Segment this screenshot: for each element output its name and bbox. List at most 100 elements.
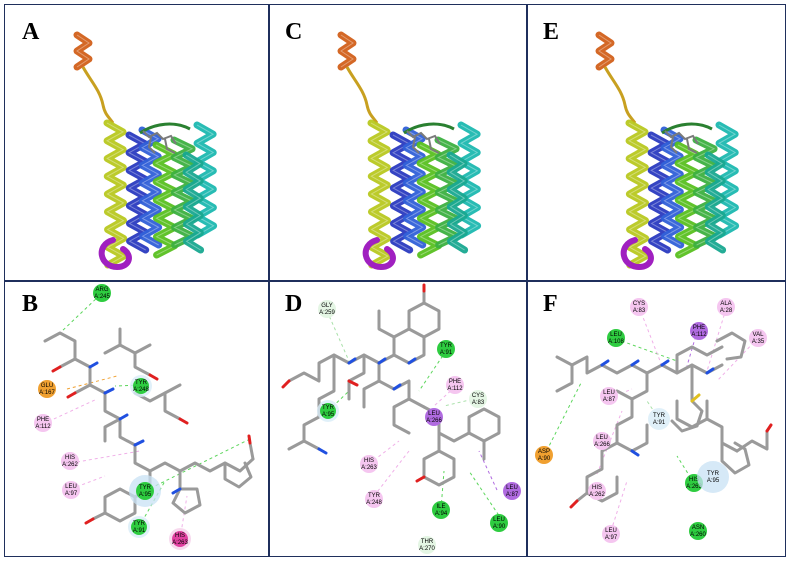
residue-f-leu87: LEU A:87 [600,387,618,405]
svg-text:A:28: A:28 [720,308,733,314]
svg-text:LEU: LEU [603,390,615,396]
svg-text:THR: THR [421,539,434,545]
residue-d-thr270: THR A:270 [418,536,436,554]
svg-text:A:97: A:97 [65,491,78,497]
svg-text:HIS: HIS [689,477,699,483]
residue-b-tyr95: TYR A:95 [129,475,161,507]
divider-horizontal [5,280,785,282]
svg-text:A:262: A:262 [589,492,605,498]
svg-text:A:87: A:87 [506,492,519,498]
residue-b-phe112: PHE A:112 [34,414,52,432]
residue-d-phe112: PHE A:112 [446,376,464,394]
svg-text:A:262: A:262 [62,462,78,468]
svg-text:A:87: A:87 [603,397,616,403]
residue-f-leu266: LEU A:266 [593,432,611,450]
residue-f-asp90: ASP A:90 [535,446,553,464]
svg-text:A:245: A:245 [94,294,110,300]
svg-text:HIS: HIS [175,533,185,539]
residue-f-leu108: LEU A:108 [607,329,625,347]
residue-f-his262: HIS A:262 [588,482,606,500]
svg-text:ASP: ASP [538,449,550,455]
svg-text:TYR: TYR [440,343,453,349]
panel-label-f: F [543,291,558,317]
svg-text:A:112: A:112 [447,386,463,392]
svg-text:A:95: A:95 [707,478,720,484]
panel-d: D [269,281,526,556]
residue-f-ala28: ALA A:28 [717,298,735,316]
panel-b: B [5,281,268,556]
svg-text:A:83: A:83 [633,308,646,314]
residue-b-leu97: LEU A:97 [62,481,80,499]
svg-text:A:94: A:94 [435,511,448,517]
residue-b-tyr248: TYR A:248 [130,375,152,397]
residue-f-asn260: ASN A:260 [689,522,707,540]
svg-text:ASN: ASN [692,525,704,531]
panel-e: E [527,5,786,280]
svg-text:GLU: GLU [41,383,53,389]
svg-text:A:91: A:91 [133,528,146,534]
svg-text:A:263: A:263 [172,540,188,546]
svg-text:TYR: TYR [135,380,148,386]
panel-a: A [5,5,268,280]
svg-text:A:248: A:248 [133,387,149,393]
svg-text:A:260: A:260 [690,532,706,538]
svg-text:A:263: A:263 [361,465,377,471]
svg-text:TYR: TYR [707,471,720,477]
svg-text:PHE: PHE [693,325,705,331]
residue-d-leu87: LEU A:87 [503,482,521,500]
svg-text:ARG: ARG [95,287,108,293]
svg-text:A:167: A:167 [39,390,55,396]
svg-text:TYR: TYR [653,413,666,419]
panel-f: F [527,281,786,556]
residue-d-gly259: GLY A:259 [318,300,336,318]
panel-label-a: A [22,19,40,45]
svg-text:HIS: HIS [364,458,374,464]
protein-ribbon-structure-a [73,31,218,271]
svg-text:LEU: LEU [493,517,505,523]
svg-text:A:248: A:248 [366,500,382,506]
residue-f-tyr91: TYR A:91 [648,408,670,430]
svg-text:A:270: A:270 [419,546,435,552]
svg-text:ILE: ILE [436,504,445,510]
svg-text:A:90: A:90 [538,456,551,462]
residue-b-tyr91: TYR A:91 [128,516,150,538]
svg-text:A:95: A:95 [139,492,152,498]
svg-text:A:266: A:266 [594,442,610,448]
protein-ribbon-structure-e [595,31,740,271]
svg-text:LEU: LEU [506,485,518,491]
svg-text:A:108: A:108 [608,339,624,345]
svg-text:A:112: A:112 [35,424,51,430]
svg-text:LEU: LEU [428,411,440,417]
svg-text:LEU: LEU [605,528,617,534]
svg-text:TYR: TYR [322,405,335,411]
residue-d-tyr95: TYR A:95 [317,400,339,422]
residue-b-his263: HIS A:263 [169,528,191,550]
residue-d-leu266: LEU A:266 [425,408,443,426]
svg-text:TYR: TYR [139,485,152,491]
protein-ribbon-structure-c [337,31,482,271]
residue-b-his262: HIS A:262 [61,452,79,470]
svg-text:A:266: A:266 [426,418,442,424]
svg-text:PHE: PHE [449,379,461,385]
figure-grid: A C E B [4,4,786,557]
svg-text:A:35: A:35 [752,339,765,345]
svg-text:CYS: CYS [633,301,645,307]
svg-text:A:90: A:90 [493,524,506,530]
residue-b-glu167: GLU A:167 [38,380,56,398]
svg-text:GLY: GLY [321,303,333,309]
panel-label-e: E [543,19,560,45]
svg-text:LEU: LEU [610,332,622,338]
panel-label-c: C [285,19,303,45]
svg-text:A:259: A:259 [319,310,335,316]
svg-text:A:91: A:91 [653,420,666,426]
svg-text:VAL: VAL [753,332,765,338]
panel-c: C [269,5,526,280]
residue-f-leu97: LEU A:97 [602,525,620,543]
residue-d-cys83: CYS A:83 [469,390,487,408]
interaction-diagram-d: GLY A:259 TYR A:91 PHE A:112 CYS A:83 [281,283,521,554]
interaction-diagram-b: ARG A:245 GLU A:167 TYR A:248 PHE A:112 [34,284,255,550]
svg-text:A:91: A:91 [440,350,453,356]
residue-f-phe112: PHE A:112 [690,322,708,340]
svg-text:A:95: A:95 [322,412,335,418]
residue-f-cys83: CYS A:83 [630,298,648,316]
